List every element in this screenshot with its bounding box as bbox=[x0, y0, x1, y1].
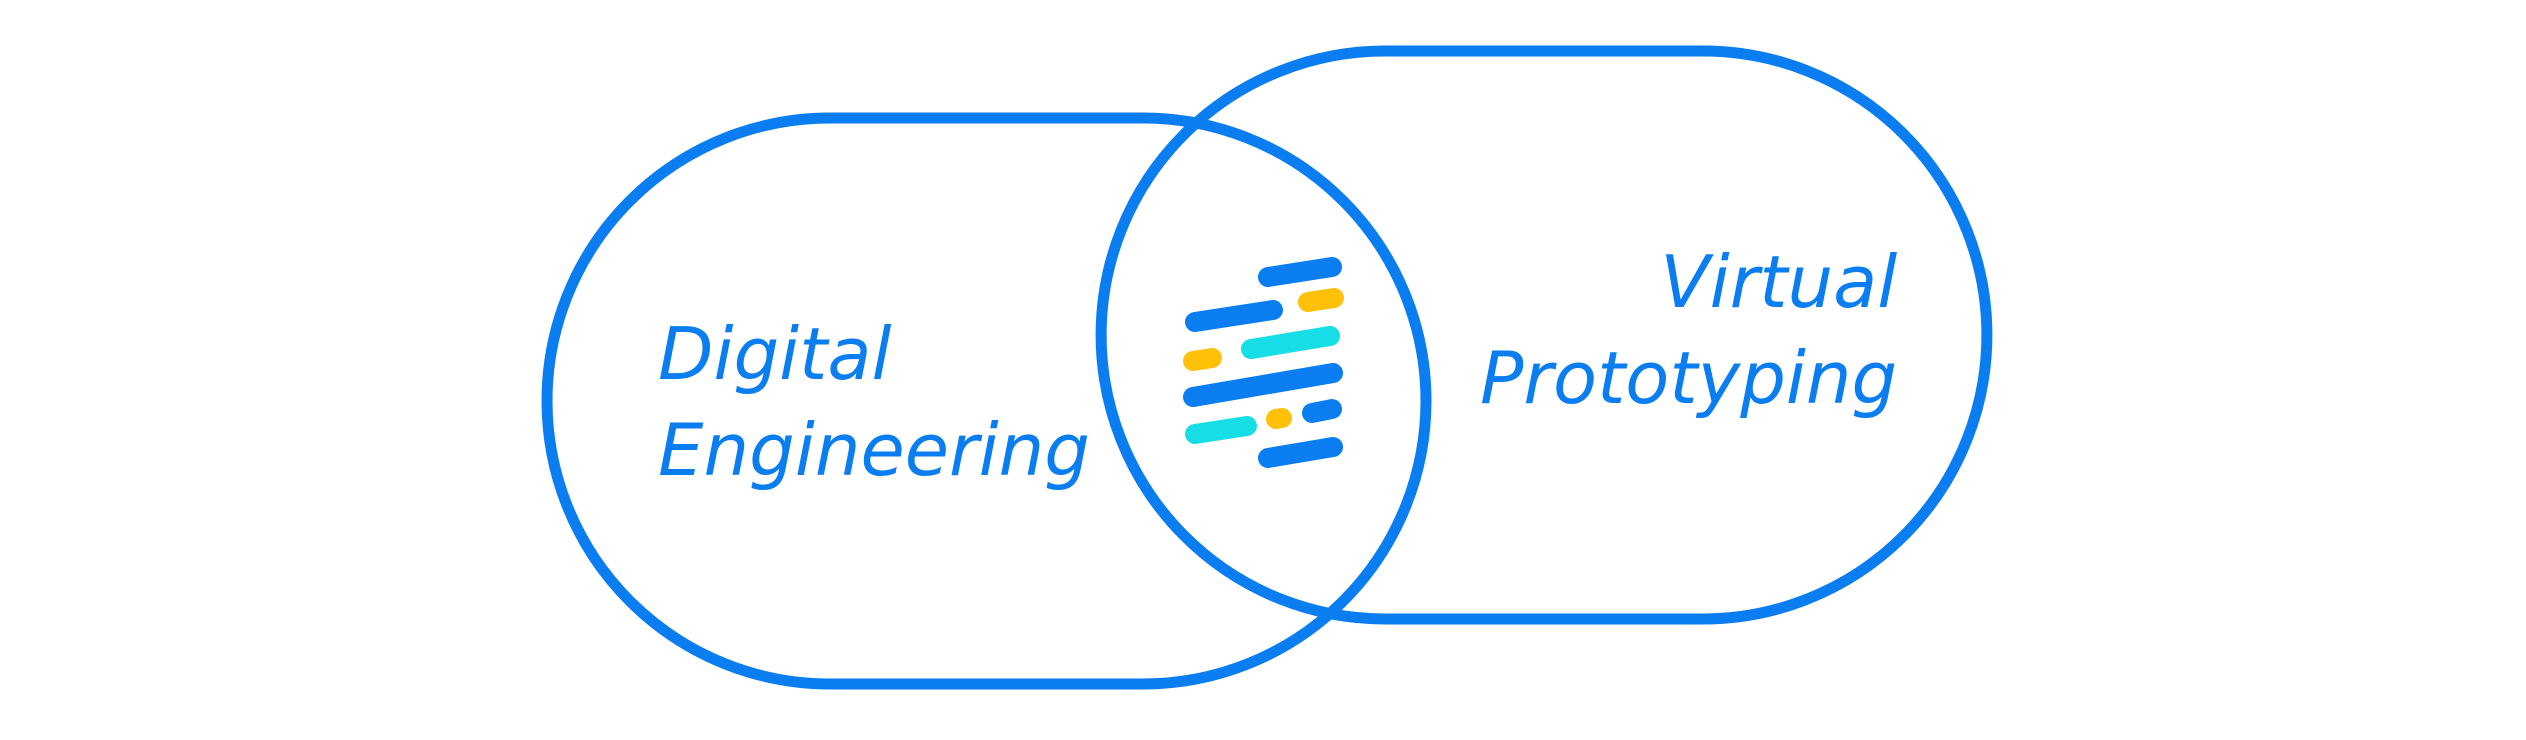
logo-bar bbox=[1302, 399, 1342, 423]
logo-bar bbox=[1185, 300, 1283, 332]
logo-bar bbox=[1298, 288, 1344, 312]
label-line: Virtual bbox=[1660, 240, 1898, 324]
logo-bar bbox=[1258, 437, 1343, 468]
logo-bar bbox=[1183, 363, 1343, 407]
label-line: Digital bbox=[658, 312, 892, 396]
left-pill-outline bbox=[541, 112, 1432, 690]
logo-bar bbox=[1266, 408, 1292, 429]
digital-engineering-label: Digital Engineering bbox=[658, 306, 1090, 498]
label-line: Prototyping bbox=[1480, 336, 1898, 420]
logo-bar bbox=[1241, 326, 1340, 359]
logo-bar bbox=[1183, 348, 1222, 371]
logo-bar bbox=[1258, 257, 1342, 287]
right-pill-outline bbox=[1095, 45, 1993, 625]
logo-bar bbox=[1185, 416, 1257, 444]
virtual-prototyping-label: Virtual Prototyping bbox=[1480, 234, 1897, 426]
striped-bars-logo-icon bbox=[1183, 257, 1344, 468]
label-line: Engineering bbox=[658, 408, 1090, 492]
